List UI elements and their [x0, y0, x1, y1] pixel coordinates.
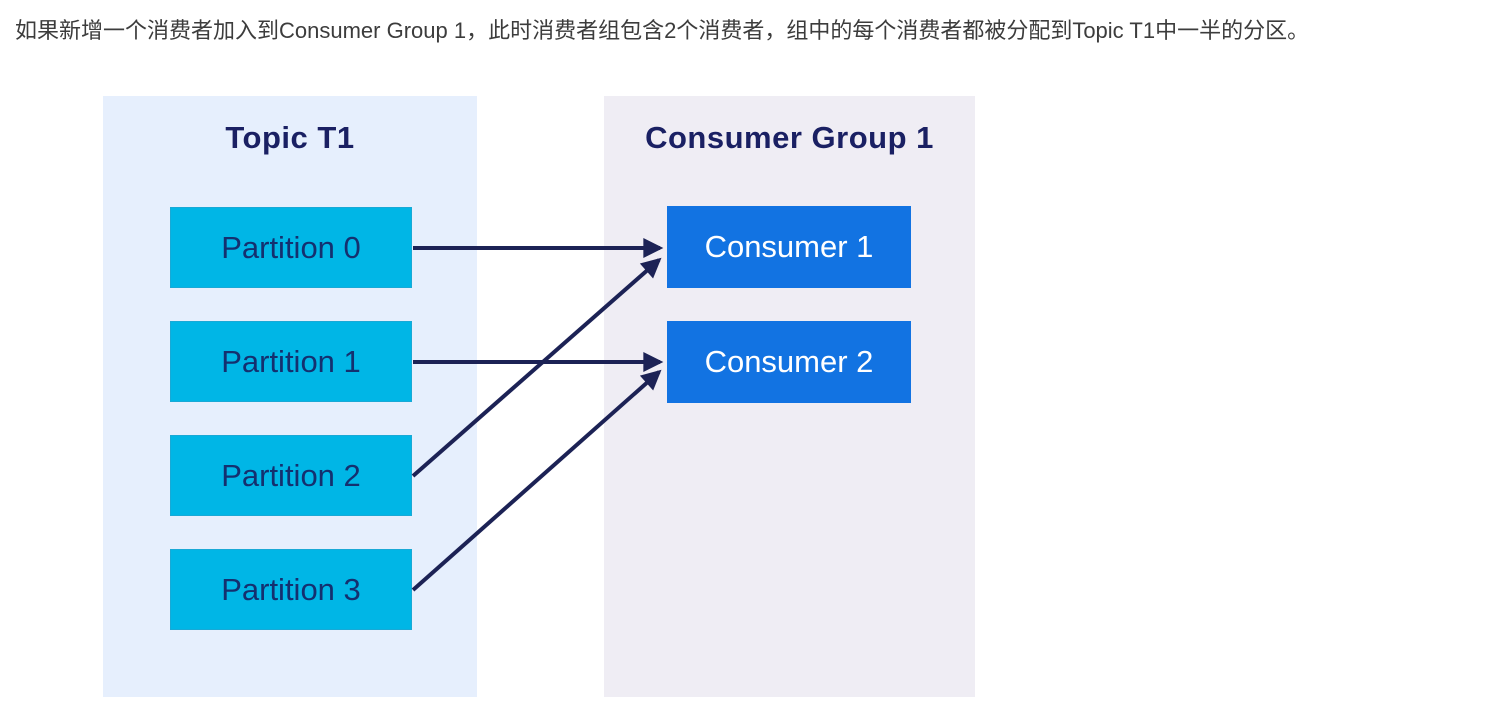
partition-3-box: Partition 3 [170, 549, 412, 630]
consumer-1-box: Consumer 1 [667, 206, 911, 288]
partition-0-box: Partition 0 [170, 207, 412, 288]
consumer-2-box: Consumer 2 [667, 321, 911, 403]
consumer-group-panel-title: Consumer Group 1 [645, 120, 934, 155]
consumer-group-panel: Consumer Group 1 [604, 96, 975, 697]
partition-1-box: Partition 1 [170, 321, 412, 402]
description-text: 如果新增一个消费者加入到Consumer Group 1，此时消费者组包含2个消… [15, 18, 1310, 43]
topic-panel-title: Topic T1 [225, 120, 355, 155]
partition-2-box: Partition 2 [170, 435, 412, 516]
